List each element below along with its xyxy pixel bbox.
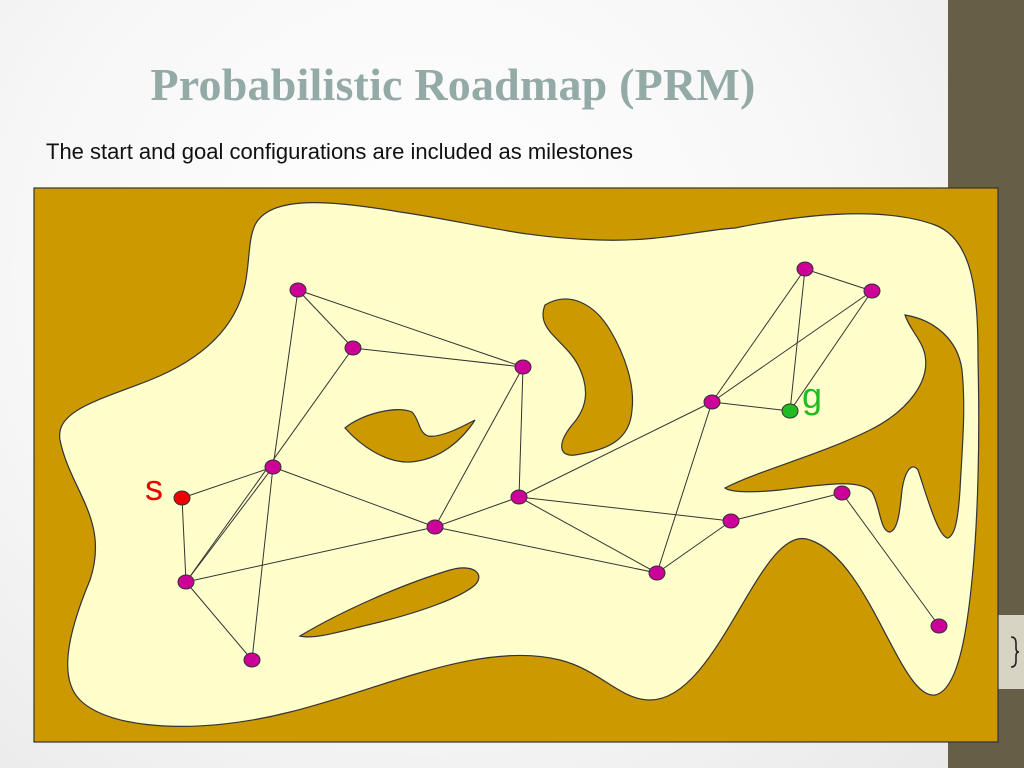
slide-number-tab <box>998 615 1024 689</box>
free-space-region <box>59 202 980 727</box>
milestone-node <box>796 261 814 277</box>
milestone-node <box>722 513 740 529</box>
milestone-node <box>243 652 261 668</box>
milestone-node <box>930 618 948 634</box>
goal-node <box>781 403 799 419</box>
bracket-icon <box>1010 636 1020 668</box>
obstacle-lower-sliver <box>298 567 480 638</box>
milestone-node <box>344 340 362 356</box>
obstacle-right-branch <box>723 314 965 539</box>
goal-label: g <box>802 375 822 416</box>
slide-title: Probabilistic Roadmap (PRM) <box>150 59 756 110</box>
slide-subtitle: The start and goal configurations are in… <box>46 139 634 164</box>
milestone-node <box>703 394 721 410</box>
milestone-node <box>863 283 881 299</box>
milestone-node <box>289 282 307 298</box>
obstacle-center-crescent <box>542 298 634 456</box>
milestone-node <box>514 359 532 375</box>
milestone-node <box>648 565 666 581</box>
start-node <box>173 490 191 506</box>
milestone-node <box>177 574 195 590</box>
milestone-node <box>510 489 528 505</box>
roadmap-edges <box>181 268 940 661</box>
start-label: s <box>145 467 163 508</box>
milestone-node <box>833 485 851 501</box>
milestone-node <box>264 459 282 475</box>
obstacle-left-wedge <box>344 409 476 463</box>
milestones <box>177 261 948 668</box>
milestone-node <box>426 519 444 535</box>
